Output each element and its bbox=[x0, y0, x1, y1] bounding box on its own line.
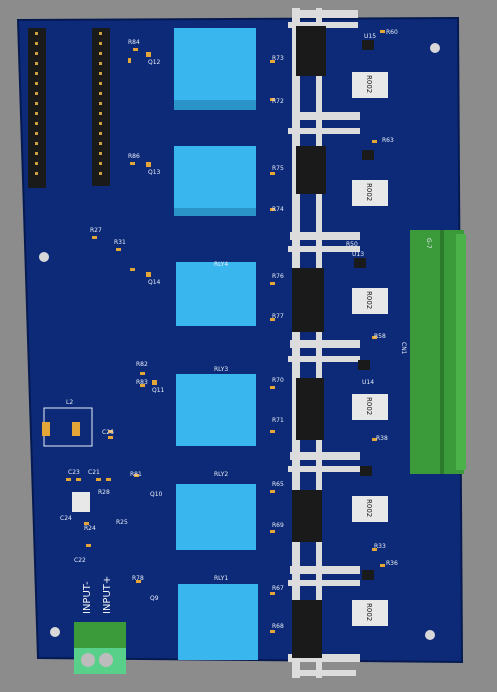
label-u14: U14 bbox=[362, 379, 374, 386]
mount-hole bbox=[50, 627, 60, 637]
relay-rly6 bbox=[174, 28, 256, 110]
label-r73: R73 bbox=[272, 55, 284, 62]
label-c26: C26 bbox=[102, 429, 114, 436]
label-r78: R78 bbox=[132, 575, 144, 582]
pcb-board bbox=[16, 16, 464, 664]
label-r77: R77 bbox=[272, 313, 284, 320]
mount-hole bbox=[430, 43, 440, 53]
shunt-label: R002 bbox=[365, 397, 373, 415]
label-r70: R70 bbox=[272, 377, 284, 384]
input-plus-label: INPUT+ bbox=[102, 576, 113, 614]
silkscreen-labels: R84 R86 R82 R83 R81 R78 R27 R31 R73 R72 … bbox=[60, 29, 398, 630]
label-r31: R31 bbox=[114, 239, 126, 246]
label-r83: R83 bbox=[136, 379, 148, 386]
connector-label-2: G-7 bbox=[425, 238, 432, 249]
label-r72: R72 bbox=[272, 98, 284, 105]
shunt-label: R002 bbox=[365, 75, 373, 93]
inductor-l2 bbox=[42, 407, 93, 447]
label-q13: Q13 bbox=[148, 169, 161, 176]
label-r24: R24 bbox=[84, 525, 96, 532]
label-r63: R63 bbox=[382, 137, 394, 144]
relay-rly3: RLY3 bbox=[176, 366, 256, 446]
label-r75: R75 bbox=[272, 165, 284, 172]
label-r76: R76 bbox=[272, 273, 284, 280]
label-r28: R28 bbox=[98, 489, 110, 496]
label-r38: R38 bbox=[376, 435, 388, 442]
relay-rly2: RLY2 bbox=[176, 471, 256, 550]
label-u15: U15 bbox=[364, 33, 376, 40]
relay-rly5 bbox=[174, 146, 256, 216]
smd-components bbox=[66, 30, 385, 633]
shunt-resistor bbox=[352, 72, 388, 626]
label-r33: R33 bbox=[374, 543, 386, 550]
label-r50: R50 bbox=[346, 241, 358, 248]
label-r67: R67 bbox=[272, 585, 284, 592]
relay-label: RLY2 bbox=[214, 471, 228, 478]
label-r84: R84 bbox=[128, 39, 140, 46]
label-r60: R60 bbox=[386, 29, 398, 36]
relay-rly4: RLY4 bbox=[176, 261, 256, 326]
input-minus-label: INPUT- bbox=[82, 581, 93, 614]
label-r58: R58 bbox=[374, 333, 386, 340]
mount-hole bbox=[39, 252, 49, 262]
shunt-label: R002 bbox=[365, 603, 373, 621]
mosfet bbox=[292, 26, 326, 658]
label-q12: Q12 bbox=[148, 59, 161, 66]
relay-label: RLY4 bbox=[214, 261, 228, 268]
label-r25: R25 bbox=[116, 519, 128, 526]
label-r27: R27 bbox=[90, 227, 102, 234]
pin-header-right bbox=[92, 28, 110, 186]
label-q9: Q9 bbox=[150, 595, 159, 602]
label-r36: R36 bbox=[386, 560, 398, 567]
label-r71: R71 bbox=[272, 417, 284, 424]
label-r65: R65 bbox=[272, 481, 284, 488]
input-connector bbox=[74, 622, 126, 674]
label-r81: R81 bbox=[130, 471, 142, 478]
mount-hole bbox=[425, 630, 435, 640]
label-c23: C23 bbox=[68, 469, 80, 476]
label-u13: U13 bbox=[352, 251, 364, 258]
inductor-label: L2 bbox=[66, 399, 73, 406]
relay-label: RLY1 bbox=[214, 575, 228, 582]
label-r69: R69 bbox=[272, 522, 284, 529]
label-q11: Q11 bbox=[152, 387, 165, 394]
shunt-label: R002 bbox=[365, 291, 373, 309]
terminal-block-cn1 bbox=[410, 230, 466, 474]
pin-header-left bbox=[28, 28, 46, 188]
smd-ics bbox=[72, 40, 374, 580]
label-r68: R68 bbox=[272, 623, 284, 630]
shunt-label: R002 bbox=[365, 183, 373, 201]
label-q10: Q10 bbox=[150, 491, 163, 498]
label-c22: C22 bbox=[74, 557, 86, 564]
heatsink-column bbox=[288, 8, 360, 678]
relay-rly1: RLY1 bbox=[178, 575, 258, 660]
relay-label: RLY3 bbox=[214, 366, 228, 373]
connector-label: CN1 bbox=[400, 342, 407, 355]
label-r74: R74 bbox=[272, 206, 284, 213]
label-r82: R82 bbox=[136, 361, 148, 368]
label-c24: C24 bbox=[60, 515, 72, 522]
label-q14: Q14 bbox=[148, 279, 161, 286]
label-c21: C21 bbox=[88, 469, 100, 476]
shunt-label: R002 bbox=[365, 499, 373, 517]
label-r86: R86 bbox=[128, 153, 140, 160]
